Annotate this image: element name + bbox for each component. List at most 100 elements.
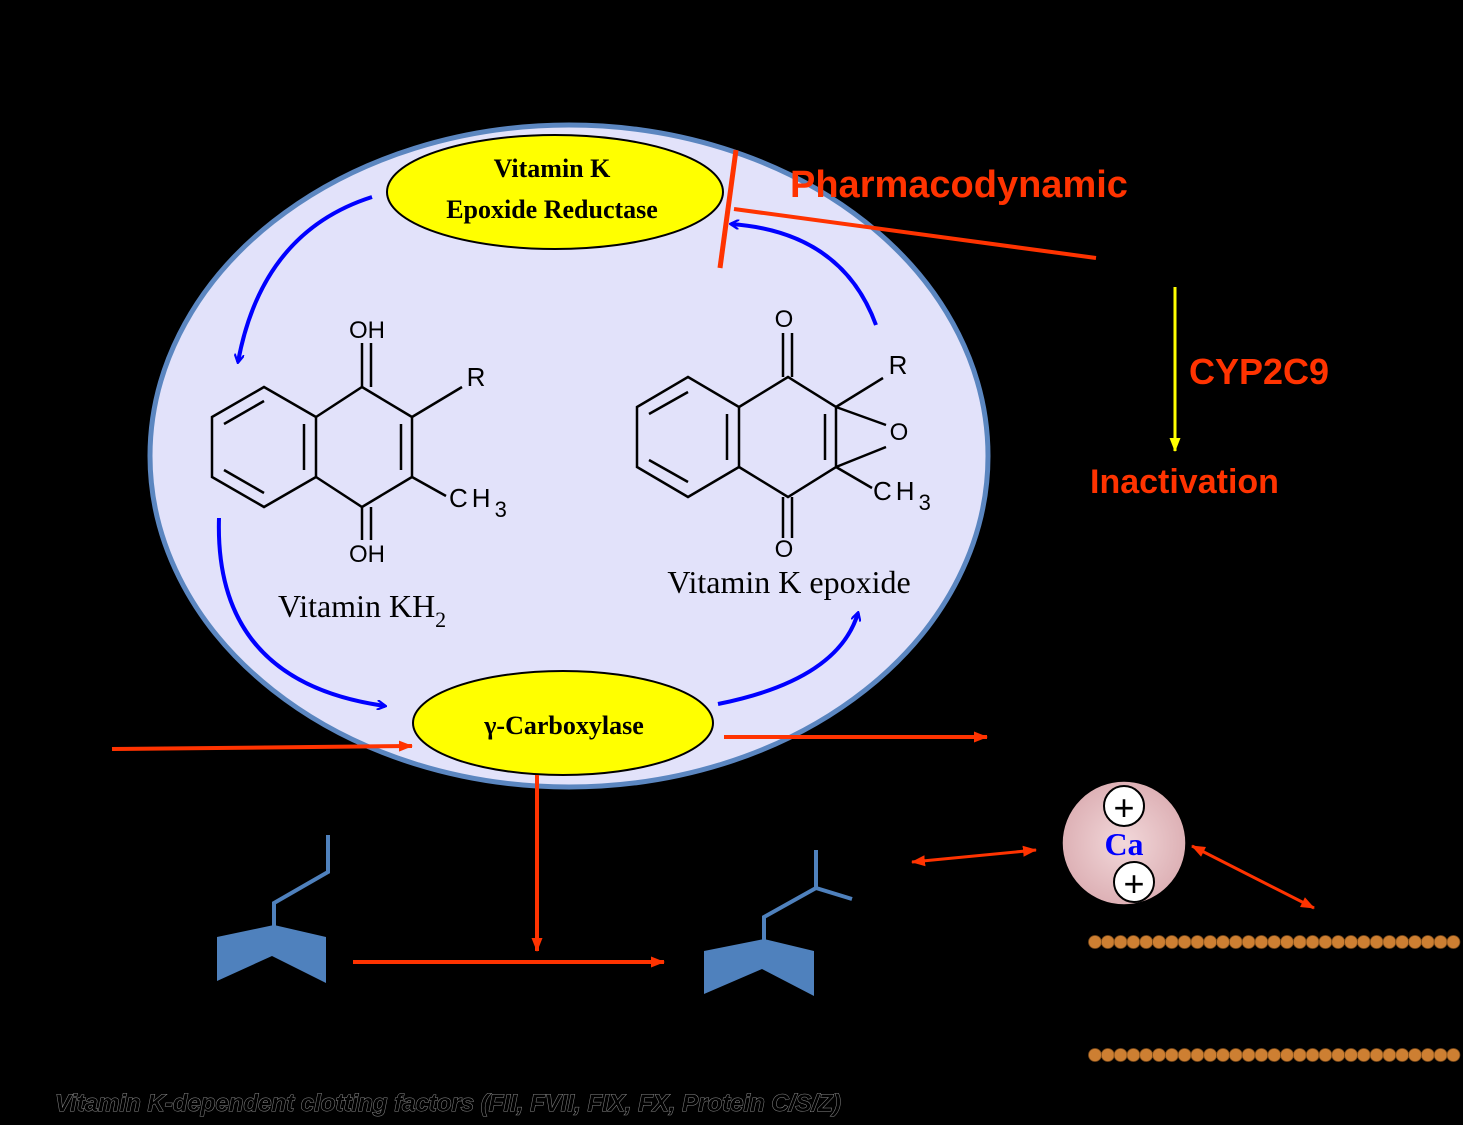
lipid-head [1446,935,1461,949]
carboxylase-enzyme: γ-Carboxylase [412,670,714,776]
kh2-ch3-label: CH3 [449,483,511,522]
lipid-head [1177,935,1192,949]
lipid-head [1216,1048,1230,1062]
lipid-head [1139,935,1154,949]
inactivation-label: Inactivation [1090,463,1279,501]
lipid-head [1331,1048,1346,1062]
vitamin-k-epoxide-structure [635,333,887,538]
pharmacodynamic-line [733,207,1097,260]
lipid-head [1433,935,1448,949]
lipid-head [1126,1048,1141,1062]
cycle-arrow-epoxide-to-vkor [731,224,878,326]
lipid-head [1164,1048,1179,1062]
lipid-head [1344,1048,1358,1062]
epoxide-o-ring: O [890,419,909,446]
kh2-oh-bottom: OH [349,541,385,568]
lipid-head [1280,935,1294,949]
lipid-head [1228,1048,1243,1062]
caption: Vitamin K-dependent clotting factors (FI… [55,1090,841,1117]
lipid-head [1088,1048,1102,1062]
lipid-head [1382,1048,1397,1062]
lipid-head [1331,935,1346,949]
lipid-head [1446,1048,1461,1062]
protein-gla-residue [704,850,853,996]
lipid-head [1126,935,1141,949]
lipid-head [1190,1048,1205,1062]
lipid-head [1356,935,1371,949]
lipid-head [1100,1048,1115,1062]
pharmacodynamic-label: Pharmacodynamic [790,164,1128,206]
epoxide-o-bottom: O [775,536,794,563]
lipid-head [1241,1048,1256,1062]
lipid-head [1241,935,1256,949]
phospholipid-membrane [1088,935,1461,1062]
lipid-head [1152,1048,1166,1062]
calcium-symbol: Ca [1104,826,1143,862]
lipid-head [1292,935,1307,949]
epoxide-o-top: O [775,306,794,333]
calcium-ion: + + Ca [1061,780,1187,906]
lipid-head [1420,1048,1435,1062]
gla-calcium-arrow [911,845,1037,867]
lipid-head [1139,1048,1154,1062]
cycle-arrow-carboxylase-to-epoxide [717,613,858,706]
lipid-head [1088,935,1102,949]
plus-sign-top: + [1113,787,1134,828]
lipid-head [1292,1048,1307,1062]
carboxylase-label: γ-Carboxylase [483,711,643,740]
cell-ellipse [147,122,991,790]
lipid-head [1433,1048,1448,1062]
vkor-label-line1: Vitamin K [494,154,612,183]
vitamin-kh2-structure [210,343,463,540]
lipid-head [1228,935,1243,949]
lipid-head [1356,1048,1371,1062]
lipid-head [1420,935,1435,949]
lipid-head [1408,1048,1422,1062]
lipid-head [1190,935,1205,949]
lipid-head [1177,1048,1192,1062]
lipid-head [1113,1048,1128,1062]
outer-leaflet [1088,935,1461,993]
lipid-head [1369,935,1384,949]
protein-glu-residue [217,835,330,983]
lipid-head [1318,1048,1333,1062]
vkor-enzyme: Vitamin K Epoxide Reductase [386,134,724,250]
kh2-r-label: R [467,362,486,392]
lipid-head [1254,1048,1269,1062]
lipid-head [1318,935,1333,949]
lipid-head [1267,935,1282,949]
lipid-head [1280,1048,1294,1062]
lipid-head [1382,935,1397,949]
lipid-head [1369,1048,1384,1062]
lipid-head [1113,935,1128,949]
kh2-oh-top: OH [349,317,385,344]
lipid-head [1254,935,1269,949]
calcium-membrane-arrow [1191,844,1315,910]
vitamin-kh2-name: Vitamin KH2 [278,588,446,632]
cycle-arrow-kh2-to-carboxylase [216,517,385,706]
lipid-head [1216,935,1230,949]
lipid-head [1408,935,1422,949]
cycle-arrow-vkor-to-kh2 [238,195,373,362]
lipid-head [1203,935,1218,949]
lipid-head [1152,935,1166,949]
input-arrow-to-carboxylase [111,740,413,752]
lipid-head [1267,1048,1282,1062]
lipid-head [1305,935,1320,949]
inhibition-bar [717,149,739,269]
plus-sign-bottom: + [1123,863,1144,904]
cyp-label: CYP2C9 [1189,351,1329,392]
lipid-head [1100,935,1115,949]
epoxide-r-label: R [889,350,908,380]
lipid-head [1395,1048,1410,1062]
vkor-label-line2: Epoxide Reductase [446,195,658,224]
lipid-head [1344,935,1358,949]
lipid-head [1203,1048,1218,1062]
epoxide-ch3-label: CH3 [873,476,935,515]
lipid-head [1305,1048,1320,1062]
vitamin-k-epoxide-name: Vitamin K epoxide [667,564,910,600]
lipid-head [1395,935,1410,949]
plus-charge-bottom [1113,861,1155,903]
lipid-head [1164,935,1179,949]
